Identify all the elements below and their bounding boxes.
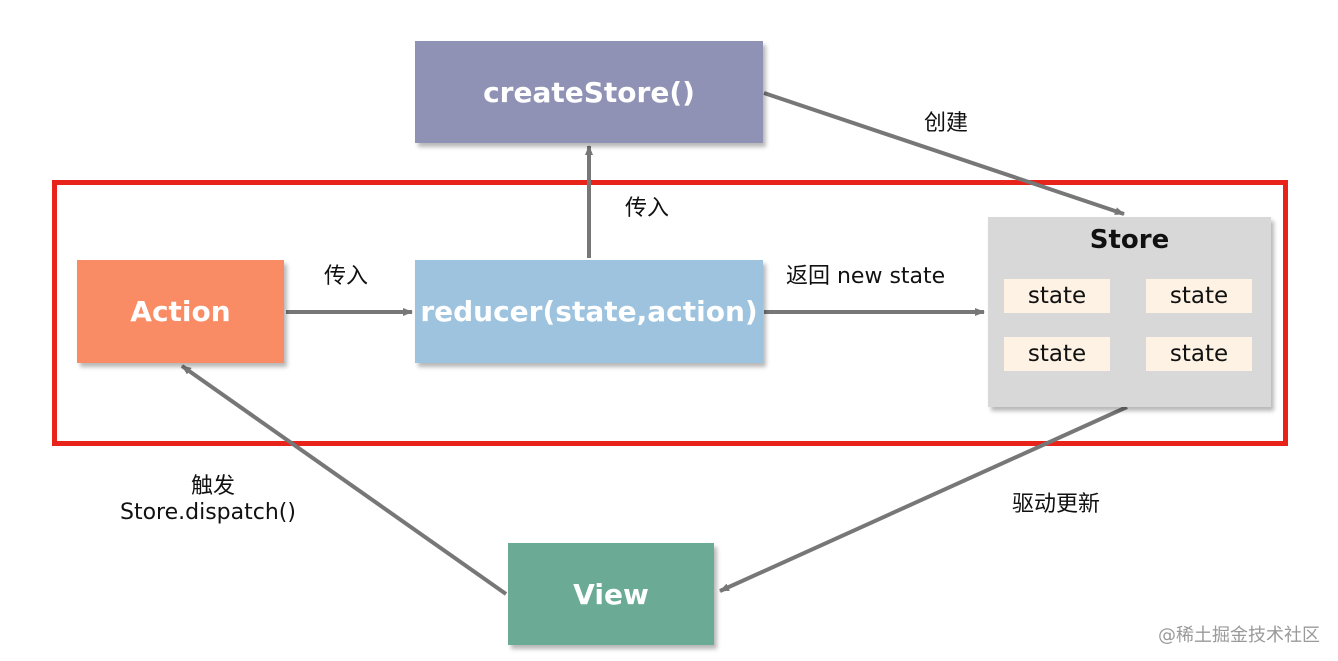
arrow-view-to-action	[180, 364, 508, 596]
label-pass-to-reducer: 传入	[324, 264, 369, 289]
action-node: Action	[77, 260, 284, 363]
reducer-node: reducer(state,action)	[415, 260, 763, 363]
watermark: @稀土掘金技术社区	[1158, 625, 1320, 646]
arrow-createstore-to-store	[763, 91, 1125, 216]
label-dispatch: Store.dispatch()	[120, 500, 296, 525]
state-chip: state	[1004, 337, 1110, 371]
view-node: View	[508, 543, 714, 645]
store-node: Store state state state state	[988, 217, 1271, 407]
highlight-frame	[52, 180, 1288, 446]
state-chip: state	[1146, 337, 1252, 371]
label-drive-update: 驱动更新	[1012, 492, 1101, 517]
arrow-store-to-view	[719, 405, 1128, 593]
label-return-new-state: 返回 new state	[786, 264, 946, 289]
state-chip: state	[1004, 279, 1110, 313]
label-create: 创建	[924, 111, 969, 136]
label-pass-to-createstore: 传入	[625, 196, 670, 221]
store-title: Store	[1089, 225, 1170, 255]
state-chip: state	[1146, 279, 1252, 313]
label-trigger: 触发	[191, 474, 236, 499]
createstore-node: createStore()	[415, 41, 763, 143]
